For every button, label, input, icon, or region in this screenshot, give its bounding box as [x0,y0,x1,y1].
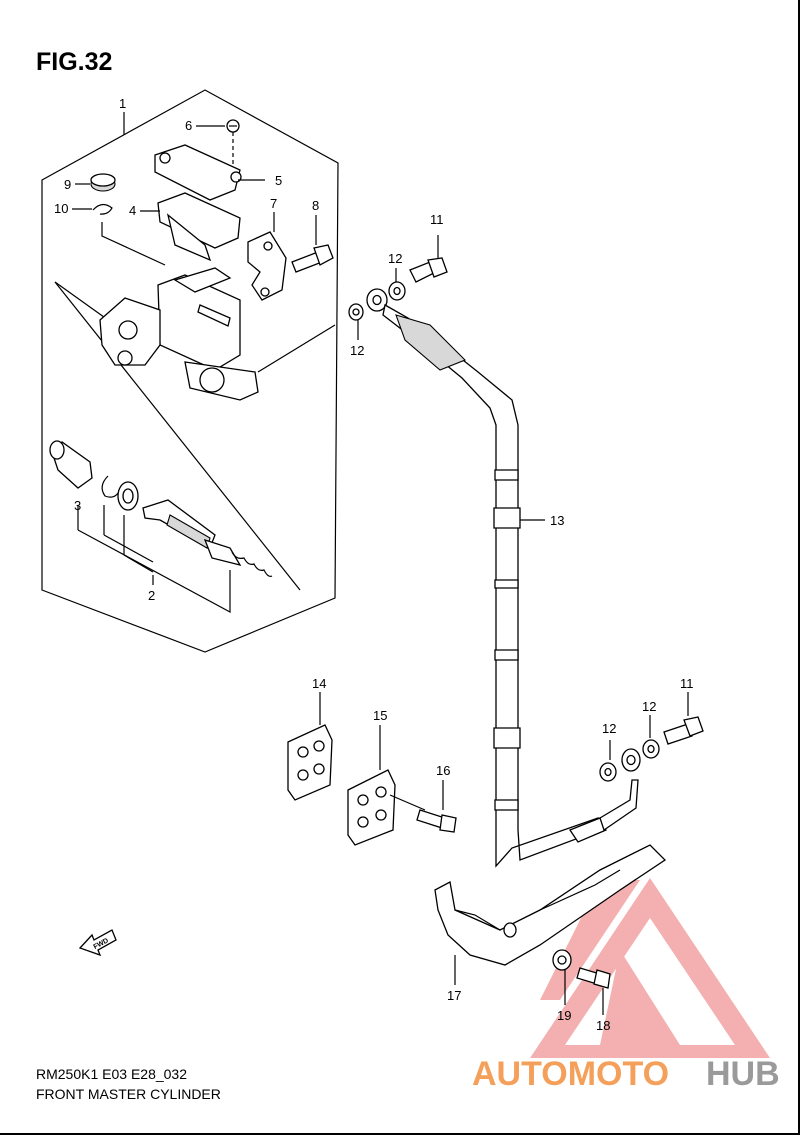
part-19-washer [552,949,572,1005]
part-7-holder [247,231,287,301]
part-8-bolt [291,244,334,273]
callout-16: 16 [436,763,450,778]
callout-10: 10 [54,201,68,216]
part-16-bolt [416,780,457,833]
part-9-plug [90,173,116,192]
part-13-brake-hose [382,303,639,868]
callout-12-upper-b: 12 [350,343,364,358]
callout-14: 14 [312,676,326,691]
callout-12-upper-a: 12 [388,251,402,266]
part-2-piston [142,499,273,577]
callout-12-lower-a: 12 [642,699,656,714]
part-10-clip [92,203,113,215]
master-cylinder-body [99,267,259,401]
callout-2: 2 [148,588,155,603]
callout-leaders [72,112,336,614]
callout-13: 13 [550,513,564,528]
callout-11-lower: 11 [680,676,694,691]
callout-19: 19 [557,1008,571,1023]
figure-description: FRONT MASTER CYLINDER [36,1086,221,1102]
callout-17: 17 [447,988,461,1003]
watermark-text: AUTOMOTO HUB [472,1055,780,1093]
callout-5: 5 [275,173,282,188]
callout-18: 18 [596,1018,610,1033]
callout-15: 15 [373,708,387,723]
callout-11-upper: 11 [430,212,444,227]
watermark-text-part1: AUTOMOTO [472,1055,669,1093]
part-4-diaphragm [157,192,241,262]
upper-banjo-fittings [348,235,448,340]
part-14-hose-guide [287,692,333,801]
washer [117,481,139,511]
model-code: RM250K1 E03 E28_032 [36,1066,187,1082]
fwd-arrow-icon: FWD [78,929,117,957]
part-15-hose-guide [347,725,426,846]
part-18-bolt [576,967,611,1015]
part-17-hose-clamp-bracket [434,844,667,985]
lower-banjo-fittings [599,692,704,782]
callout-labels: 1 6 5 9 10 4 7 8 3 2 11 12 12 13 14 15 1… [54,96,694,1033]
callout-4: 4 [129,203,136,218]
callout-8: 8 [312,198,319,213]
callout-6: 6 [185,118,192,133]
callout-1: 1 [119,96,126,111]
part-3-boot [49,440,93,489]
part-6-screw [226,119,240,175]
callout-9: 9 [64,177,71,192]
circlip [101,475,121,498]
figure-title: FIG.32 [36,48,113,76]
callout-12-lower-b: 12 [602,721,616,736]
watermark-text-part2: HUB [706,1055,780,1093]
part-5-reservoir-cap [154,144,242,201]
callout-7: 7 [270,196,277,211]
callout-3: 3 [74,498,81,513]
